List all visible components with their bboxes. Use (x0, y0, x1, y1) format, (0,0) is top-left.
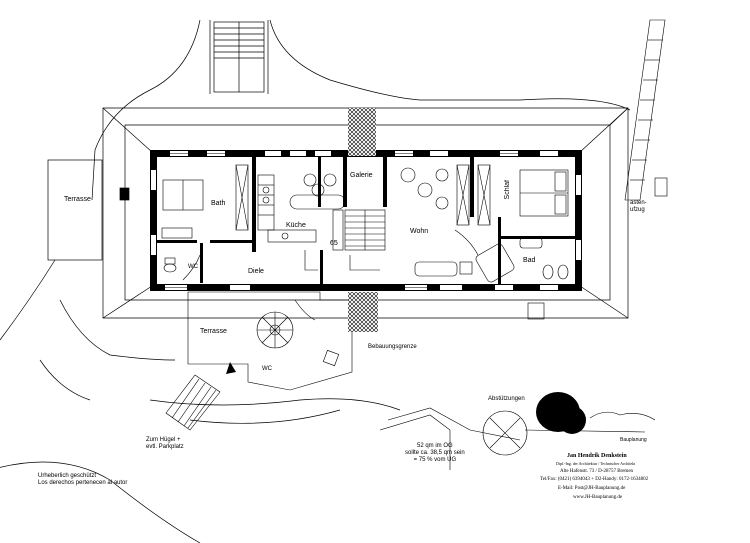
room-label-galerie: Galerie (350, 172, 373, 179)
room-label-wohn: Wohn (410, 228, 429, 235)
architect-name: Jan Hendrik Denkstein (567, 453, 627, 459)
abstuetzungen-label: Abstützungen (488, 396, 525, 402)
bathtub (475, 243, 515, 283)
south-extension (187, 291, 353, 391)
west-terrace (47, 159, 103, 261)
architect-web: www.JH-Bauplanung.de (573, 495, 623, 500)
room-label-terrasse-south: Terrasse (200, 328, 227, 335)
architect-address: Alte Hafenstr. 73 / D-28757 Bremen (560, 469, 634, 474)
room-label-diele: Diele (248, 268, 264, 275)
copyright-note: Urheberlich geschützt Los derechos perte… (38, 473, 128, 486)
garden-elevator-stairs (624, 19, 666, 201)
architect-title: Dipl.-Ing. der Architektur / Technischer… (556, 461, 636, 466)
site-boundary-west (91, 19, 201, 201)
interior-walls (157, 157, 575, 284)
room-label-65: 65 (330, 240, 338, 247)
room-label-schlaf: Schlaf (504, 180, 511, 200)
southwest-stairs (165, 374, 221, 431)
room-label-wc-2: WC (262, 366, 272, 372)
room-label-terrasse-west: Terrasse (64, 196, 91, 203)
hill-parking-note: Zum Hügel + evtl. Parkplatz (146, 437, 184, 450)
architect-phone: Tel/Fax: (0421) 6394043 + D2-Handy: 0172… (540, 477, 649, 482)
bebauungsgrenze-label: Bebauungsgrenze (368, 344, 417, 350)
room-label-wc-1: WC (188, 264, 198, 270)
area-note: 52 qm im OG sollte ca. 38,5 qm sein = 75… (405, 443, 465, 463)
sofa (414, 261, 458, 277)
room-label-kueche: Küche (286, 222, 306, 229)
architect-email: E-Mail: Post@JH-Bauplanung.de (558, 486, 626, 491)
signature-label: Bauplanung (620, 437, 647, 443)
room-label-bath: Bath (211, 200, 226, 207)
gallery-hatch (348, 108, 378, 332)
garden-elevator-label: asten- ufzug (630, 200, 647, 213)
north-stairs (209, 20, 269, 94)
room-label-bad: Bad (523, 257, 536, 264)
support-circle (482, 410, 528, 456)
kitchen-counter (257, 174, 275, 231)
roof-outline (102, 107, 629, 319)
